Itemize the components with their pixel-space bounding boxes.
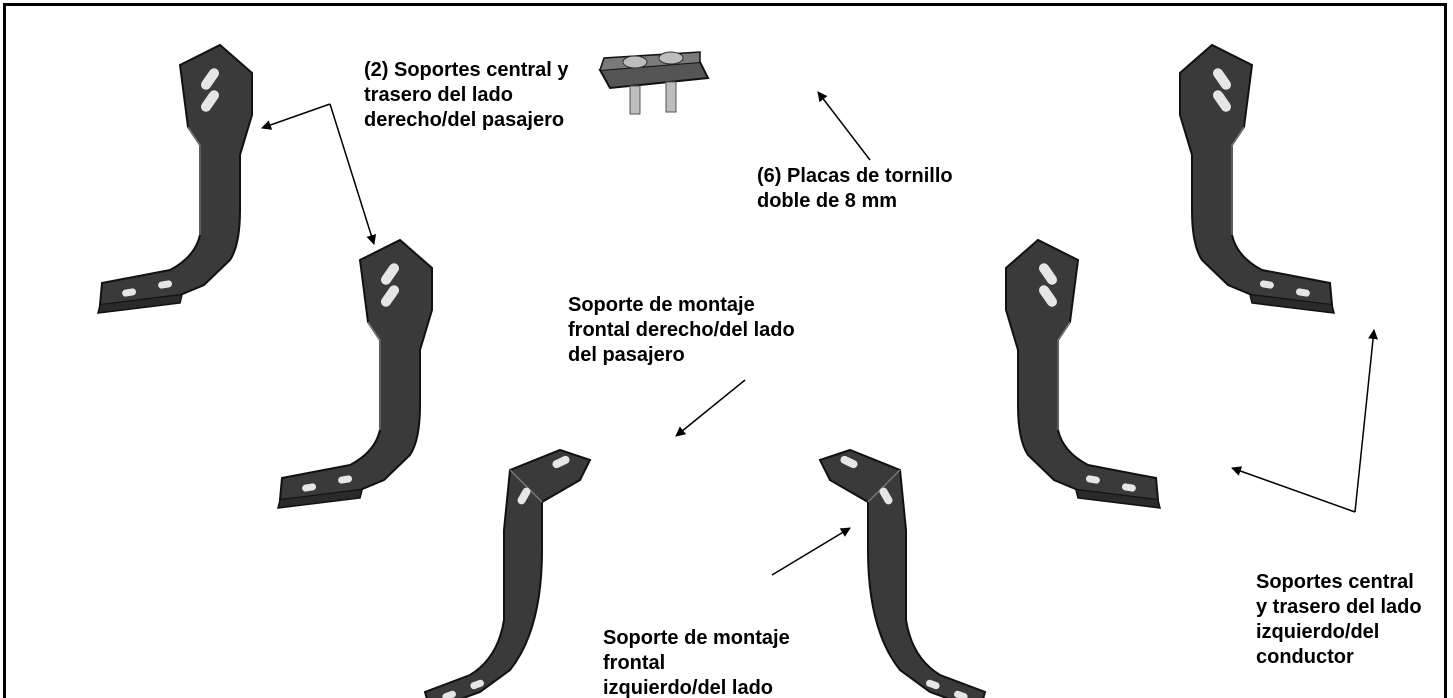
arrow-to-left-center <box>1354 329 1379 513</box>
bracket-front-right <box>424 449 591 698</box>
arrow-to-bolt-plate <box>817 91 871 161</box>
bracket-left-rear <box>1005 239 1161 509</box>
arrow-to-right-center <box>261 103 331 130</box>
bracket-right-center <box>97 44 253 314</box>
label-bolt-plates: (6) Placas de tornillo doble de 8 mm <box>757 165 953 212</box>
arrow-to-right-rear <box>329 103 377 245</box>
label-left-center-rear-brackets: Soportes central y trasero del lado izqu… <box>1256 571 1422 668</box>
bracket-left-center <box>1179 44 1335 314</box>
diagram-border <box>3 3 1447 698</box>
label-front-right-bracket: Soporte de montaje frontal derecho/del l… <box>568 294 795 366</box>
bracket-front-left <box>819 449 986 698</box>
label-front-left-bracket: Soporte de montaje frontal izquierdo/del… <box>603 627 790 698</box>
label-right-center-rear-brackets: (2) Soportes central y trasero del lado … <box>364 59 569 131</box>
double-bolt-plate <box>598 51 710 115</box>
leader-arrows <box>261 91 1379 576</box>
bracket-right-rear <box>277 239 433 509</box>
arrow-to-left-rear <box>1231 466 1356 513</box>
arrow-to-front-right <box>675 379 746 437</box>
arrow-to-front-left <box>771 527 851 576</box>
